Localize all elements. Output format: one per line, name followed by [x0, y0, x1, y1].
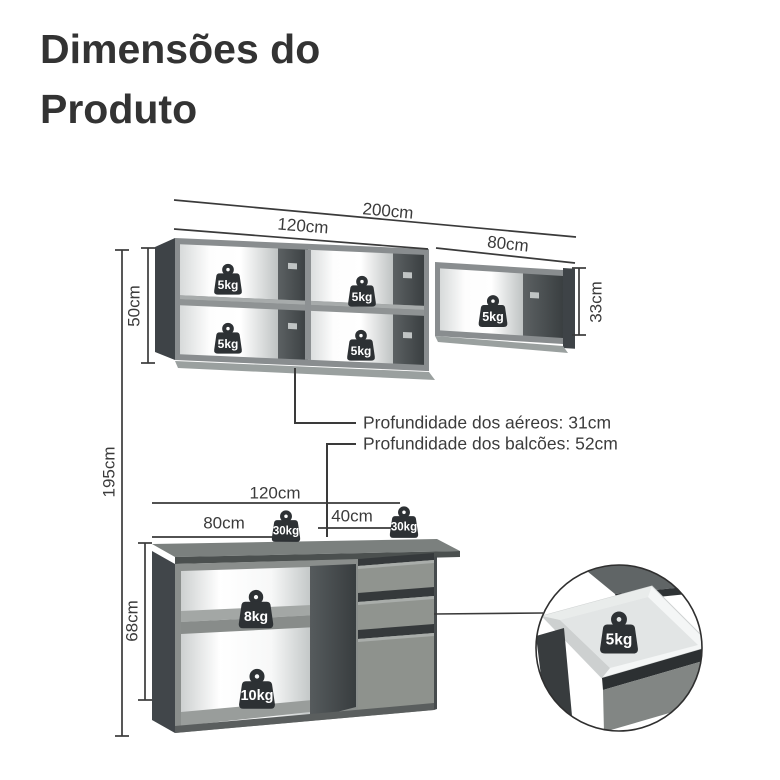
upper-right-cabinet [435, 262, 575, 353]
drawer-detail-circle [535, 564, 703, 732]
countertop [152, 539, 460, 557]
hinge-icon [288, 322, 297, 330]
weight-label: 5kg [350, 344, 372, 358]
weight-label: 10kg [240, 687, 274, 704]
upper-right-width-label: 80cm [486, 232, 530, 256]
upper-total-width-label: 200cm [361, 199, 415, 223]
depth-note-balcoes: Profundidade dos balcões: 52cm [363, 433, 618, 454]
drawer-stack [358, 553, 434, 711]
weight-label: 5kg [351, 290, 373, 304]
upper-left-cabinet [155, 237, 435, 380]
hinge-icon [403, 331, 412, 339]
dimension-lines [115, 199, 586, 737]
dim-line-80cm-upper [435, 247, 576, 264]
lower-total-width-label: 120cm [249, 483, 301, 503]
leader-line-aereos [294, 368, 356, 424]
weight-label: 5kg [605, 631, 633, 649]
weight-label: 30kg [390, 521, 418, 534]
weight-label: 30kg [272, 525, 300, 538]
overall-height-label: 195cm [99, 446, 119, 498]
upper-left-width-label: 120cm [276, 214, 330, 238]
weight-label: 8kg [243, 608, 269, 624]
leader-line-drawer-detail [433, 612, 544, 615]
upper-right-height-label: 33cm [586, 281, 606, 323]
dim-line-195cm [115, 249, 129, 737]
page-title-line1: Dimensões do [40, 26, 321, 72]
dim-line-200cm [173, 199, 577, 238]
dim-line-120cm-upper [173, 228, 429, 250]
lower-right-width-label: 40cm [331, 506, 373, 526]
hinge-icon [403, 271, 412, 279]
hinge-icon [530, 291, 539, 299]
hinge-icon [288, 262, 297, 270]
dim-line-33cm [572, 267, 586, 336]
upper-left-height-label: 50cm [124, 285, 144, 327]
dim-line-68cm [138, 542, 152, 701]
dim-line-50cm [141, 247, 155, 364]
weight-label: 5kg [217, 337, 239, 351]
weight-label: 5kg [217, 278, 239, 292]
weight-label: 5kg [482, 309, 504, 324]
leader-line-balcoes [326, 443, 356, 537]
lower-left-width-label: 80cm [203, 513, 245, 533]
lower-cabinet [152, 539, 460, 733]
lower-height-label: 68cm [122, 600, 142, 642]
page-title-line2: Produto [40, 86, 198, 132]
depth-note-aereos: Profundidade dos aéreos: 31cm [363, 412, 612, 433]
